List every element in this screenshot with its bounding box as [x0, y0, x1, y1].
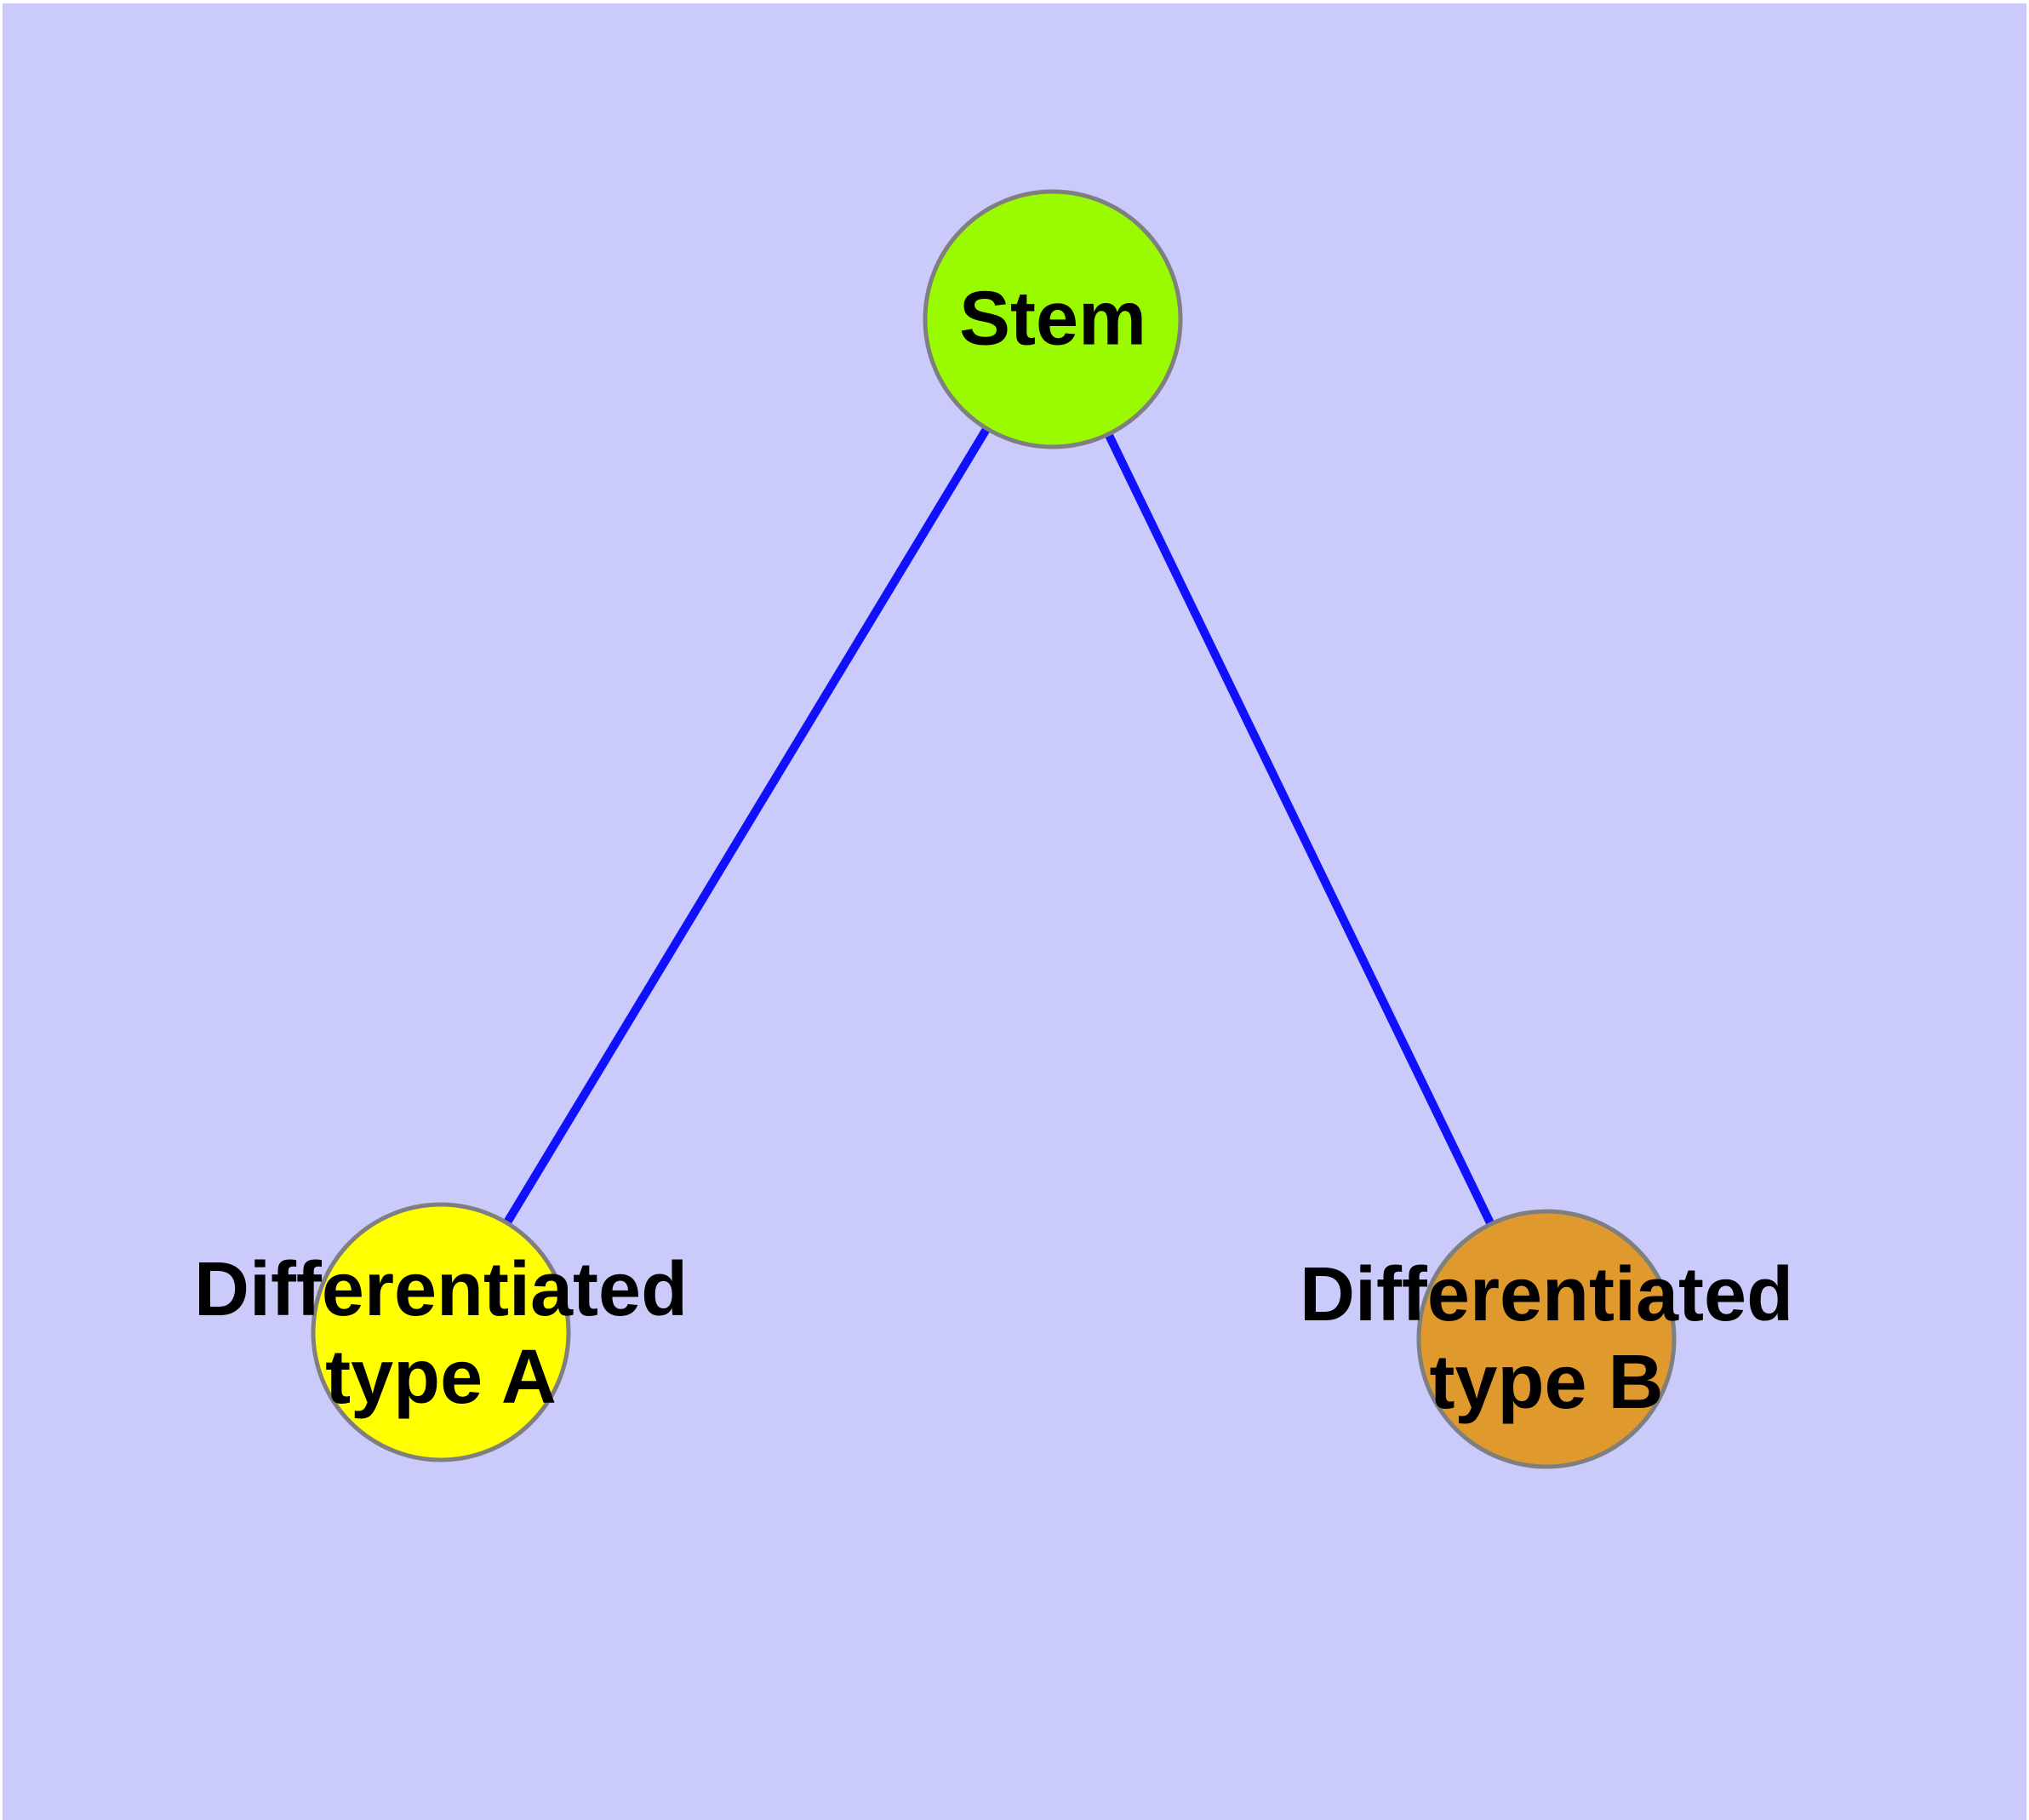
node-stem-label-line: Stem: [958, 276, 1147, 362]
node-type-a-label-line1: Differentiated: [193, 1247, 689, 1332]
node-type-a-circle: [311, 1202, 571, 1462]
node-stem-circle: [923, 189, 1183, 449]
edge-stem-to-type-a: [437, 317, 1057, 1335]
node-type-b-label-line2: type B: [1429, 1340, 1664, 1425]
node-stem-label: Stem: [959, 276, 1146, 363]
node-type-b-label: Differentiated type B: [1300, 1251, 1793, 1427]
node-type-b-circle: [1416, 1209, 1677, 1469]
node-type-a-label-line2: type A: [325, 1335, 557, 1420]
edge-stem-to-type-b: [1049, 317, 1551, 1342]
node-type-a-label: Differentiated type A: [194, 1246, 688, 1422]
node-type-b-label-line1: Differentiated: [1299, 1252, 1794, 1337]
